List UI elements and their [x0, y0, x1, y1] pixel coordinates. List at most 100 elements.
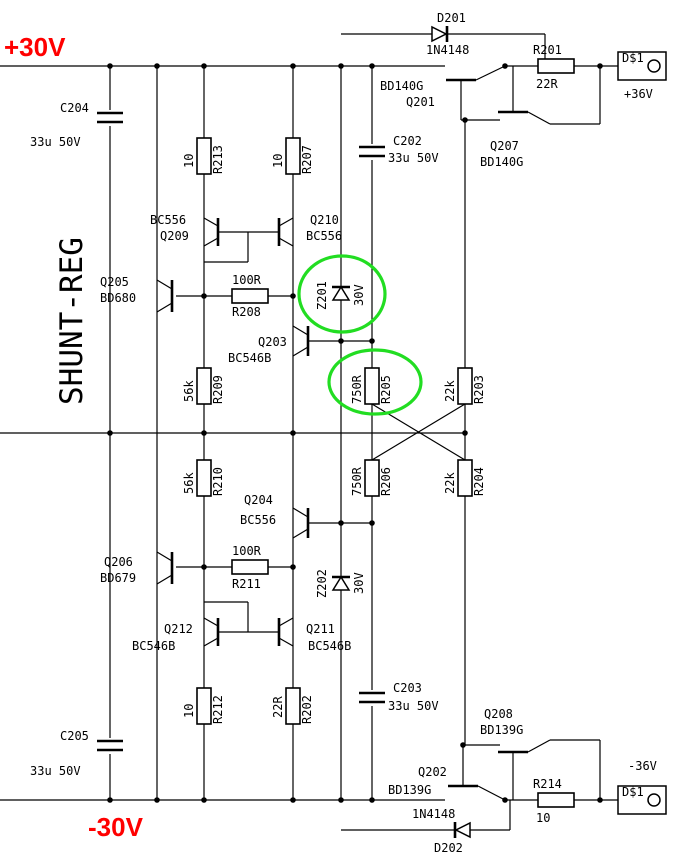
transistor-q211: Q211 BC546B — [277, 617, 351, 653]
svg-text:Q207: Q207 — [490, 139, 519, 153]
port-top-36v: D$1 +36V — [617, 51, 667, 101]
svg-text:C205: C205 — [60, 729, 89, 743]
svg-text:R208: R208 — [232, 305, 261, 319]
svg-text:Z201: Z201 — [315, 281, 329, 310]
svg-text:R201: R201 — [533, 43, 562, 57]
svg-text:33u 50V: 33u 50V — [388, 699, 439, 713]
port-bottom-36v: D$1 -36V — [617, 759, 667, 815]
schematic-title: SHUNT-REG — [54, 237, 90, 405]
svg-text:Q203: Q203 — [258, 335, 287, 349]
svg-text:R207: R207 — [300, 145, 314, 174]
svg-text:C202: C202 — [393, 134, 422, 148]
svg-text:1N4148: 1N4148 — [426, 43, 469, 57]
svg-text:BD140G: BD140G — [480, 155, 523, 169]
svg-text:-36V: -36V — [628, 759, 657, 773]
svg-text:BD680: BD680 — [100, 291, 136, 305]
positive-rail-label: +30V — [4, 32, 66, 62]
negative-rail-label: -30V — [88, 812, 144, 842]
transistor-q204: Q204 BC556 — [240, 493, 310, 539]
svg-text:BC546B: BC546B — [308, 639, 351, 653]
cross-wire-b — [371, 403, 466, 461]
transistor-q208: Q208 BD139G — [480, 707, 551, 800]
svg-text:R202: R202 — [300, 695, 314, 724]
diode-d201: D201 1N4148 — [426, 11, 469, 57]
resistor-r206: 750R R206 — [350, 459, 393, 497]
svg-text:+36V: +36V — [624, 87, 653, 101]
svg-text:Q202: Q202 — [418, 765, 447, 779]
svg-text:BD139G: BD139G — [388, 783, 431, 797]
capacitor-c204: C204 33u 50V — [30, 101, 123, 149]
svg-text:R204: R204 — [472, 467, 486, 496]
capacitor-c205: C205 33u 50V — [30, 729, 123, 778]
resistor-r201: R201 22R — [533, 43, 575, 91]
transistor-q202: Q202 BD139G — [388, 745, 506, 801]
transistor-q201: BD140G Q201 — [380, 65, 506, 120]
svg-text:BD140G: BD140G — [380, 79, 423, 93]
svg-text:BC556: BC556 — [240, 513, 276, 527]
svg-text:56k: 56k — [182, 472, 196, 494]
svg-text:BC546B: BC546B — [132, 639, 175, 653]
resistor-r203: 22k R203 — [443, 367, 486, 405]
svg-text:Q210: Q210 — [310, 213, 339, 227]
svg-text:Q209: Q209 — [160, 229, 189, 243]
svg-text:R211: R211 — [232, 577, 261, 591]
svg-text:30V: 30V — [352, 572, 366, 594]
transistor-q209: BC556 Q209 — [150, 213, 220, 247]
svg-text:10: 10 — [271, 154, 285, 168]
svg-text:R210: R210 — [211, 467, 225, 496]
svg-text:100R: 100R — [232, 273, 262, 287]
svg-text:D202: D202 — [434, 841, 463, 855]
resistor-r212: 22R R202 — [271, 687, 314, 725]
svg-text:33u 50V: 33u 50V — [388, 151, 439, 165]
zener-z201: Z201 30V — [315, 281, 366, 310]
svg-text:56k: 56k — [182, 380, 196, 402]
resistor-r207: 10 R207 — [271, 137, 314, 175]
svg-text:BD139G: BD139G — [480, 723, 523, 737]
svg-text:33u 50V: 33u 50V — [30, 764, 81, 778]
svg-text:BC546B: BC546B — [228, 351, 271, 365]
transistor-q205: Q205 BD680 — [100, 275, 174, 313]
svg-text:R214: R214 — [533, 777, 562, 791]
svg-text:C204: C204 — [60, 101, 89, 115]
transistor-q207: Q207 BD140G — [480, 66, 551, 169]
svg-text:BC556: BC556 — [150, 213, 186, 227]
resistor-r202: R214 10 — [533, 777, 575, 825]
svg-text:R205: R205 — [379, 375, 393, 404]
svg-text:22k: 22k — [443, 380, 457, 402]
svg-text:750R: 750R — [350, 466, 364, 496]
capacitor-c202: C202 33u 50V — [359, 134, 439, 165]
highlight-z201 — [297, 254, 387, 334]
svg-text:750R: 750R — [350, 374, 364, 404]
svg-text:33u 50V: 33u 50V — [30, 135, 81, 149]
svg-text:BC556: BC556 — [306, 229, 342, 243]
zener-z202: Z202 30V — [315, 569, 366, 598]
svg-text:22R: 22R — [536, 77, 558, 91]
svg-text:10: 10 — [182, 704, 196, 718]
transistor-q203: Q203 BC546B — [228, 325, 310, 365]
svg-text:R212: R212 — [211, 695, 225, 724]
svg-text:1N4148: 1N4148 — [412, 807, 455, 821]
resistor-r209: 56k R209 — [182, 367, 225, 405]
resistor-r204: 22k R204 — [443, 459, 486, 497]
svg-text:30V: 30V — [352, 284, 366, 306]
transistor-q206: Q206 BD679 — [100, 551, 174, 585]
resistor-r210: 56k R210 — [182, 459, 225, 497]
svg-text:R213: R213 — [211, 145, 225, 174]
resistor-r208: 100R R208 — [231, 273, 269, 319]
svg-text:D$1: D$1 — [622, 785, 644, 799]
transistor-q210: Q210 BC556 — [277, 213, 342, 247]
highlight-r205 — [327, 348, 423, 416]
svg-text:Q208: Q208 — [484, 707, 513, 721]
svg-text:22R: 22R — [271, 696, 285, 718]
svg-text:Q201: Q201 — [406, 95, 435, 109]
svg-text:C203: C203 — [393, 681, 422, 695]
svg-text:D$1: D$1 — [622, 51, 644, 65]
diode-d202: 1N4148 D202 — [412, 807, 471, 855]
svg-text:Q205: Q205 — [100, 275, 129, 289]
svg-text:Q204: Q204 — [244, 493, 273, 507]
resistor-r205: 750R R205 — [350, 367, 393, 405]
junction-dots — [107, 63, 603, 803]
svg-text:Q206: Q206 — [104, 555, 133, 569]
svg-text:10: 10 — [182, 154, 196, 168]
